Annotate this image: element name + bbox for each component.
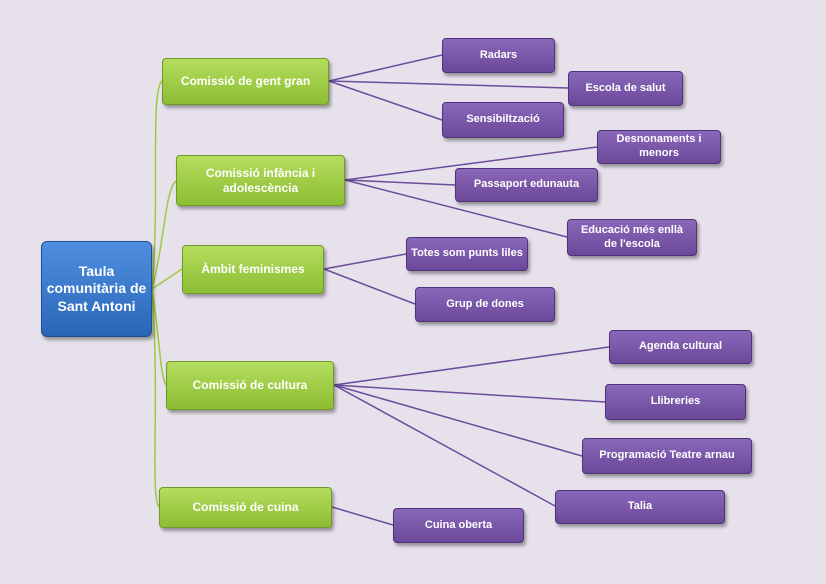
leaf-llibreries[interactable]: Llibreries (605, 384, 746, 420)
branch-label: Comissió de cuina (192, 500, 299, 514)
leaf-label: Llibreries (650, 395, 701, 408)
leaf-label: Desnonaments i menors (616, 133, 702, 159)
branch-cuina[interactable]: Comissió de cuina (159, 487, 332, 528)
leaf-radars[interactable]: Radars (442, 38, 555, 73)
branch-gent-gran[interactable]: Comissió de gent gran (162, 58, 329, 105)
leaf-label: Radars (479, 48, 518, 61)
leaf-punts-liles[interactable]: Totes som punts liles (406, 237, 528, 271)
leaf-educacio[interactable]: Educació més enllà de l'escola (567, 219, 697, 256)
branch-cultura[interactable]: Comissió de cultura (166, 361, 334, 410)
branch-label: Àmbit feminismes (201, 262, 305, 276)
leaf-label: Talia (627, 500, 653, 513)
leaf-escola-salut[interactable]: Escola de salut (568, 71, 683, 106)
root-label: Taula comunitària de Sant Antoni (46, 262, 147, 314)
leaf-passaport[interactable]: Passaport edunauta (455, 168, 598, 202)
connector-root-feminismes (151, 268, 183, 290)
branch-feminismes[interactable]: Àmbit feminismes (182, 245, 324, 294)
branch-label: Comissió infància i adolescència (205, 165, 316, 195)
leaf-cuina-oberta[interactable]: Cuina oberta (393, 508, 524, 543)
connector-root-cuina (151, 288, 160, 508)
branch-infancia[interactable]: Comissió infància i adolescència (176, 155, 345, 206)
leaf-desnonaments[interactable]: Desnonaments i menors (597, 130, 721, 164)
connector-root-gentgran (151, 80, 163, 290)
leaf-agenda-cultural[interactable]: Agenda cultural (609, 330, 752, 364)
leaf-sensibilitzacio[interactable]: Sensibiltzació (442, 102, 564, 138)
root-node[interactable]: Taula comunitària de Sant Antoni (41, 241, 152, 337)
leaf-label: Agenda cultural (638, 340, 723, 353)
leaf-label: Totes som punts liles (411, 247, 523, 260)
leaf-talia[interactable]: Talia (555, 490, 725, 524)
connector-root-infancia (151, 180, 177, 290)
leaf-label: Cuina oberta (424, 518, 493, 531)
leaf-label: Programació Teatre arnau (599, 449, 735, 462)
branch-label: Comissió de gent gran (180, 74, 311, 88)
leaf-label: Grup de dones (446, 297, 524, 310)
leaf-label: Sensibiltzació (466, 113, 540, 126)
leaf-grup-dones[interactable]: Grup de dones (415, 287, 555, 322)
branch-label: Comissió de cultura (192, 378, 308, 392)
leaf-label: Passaport edunauta (473, 178, 580, 191)
connector-root-cultura (151, 288, 167, 386)
leaf-label: Escola de salut (585, 81, 666, 94)
leaf-teatre-arnau[interactable]: Programació Teatre arnau (582, 438, 752, 474)
leaf-label: Educació més enllà de l'escola (580, 223, 684, 250)
